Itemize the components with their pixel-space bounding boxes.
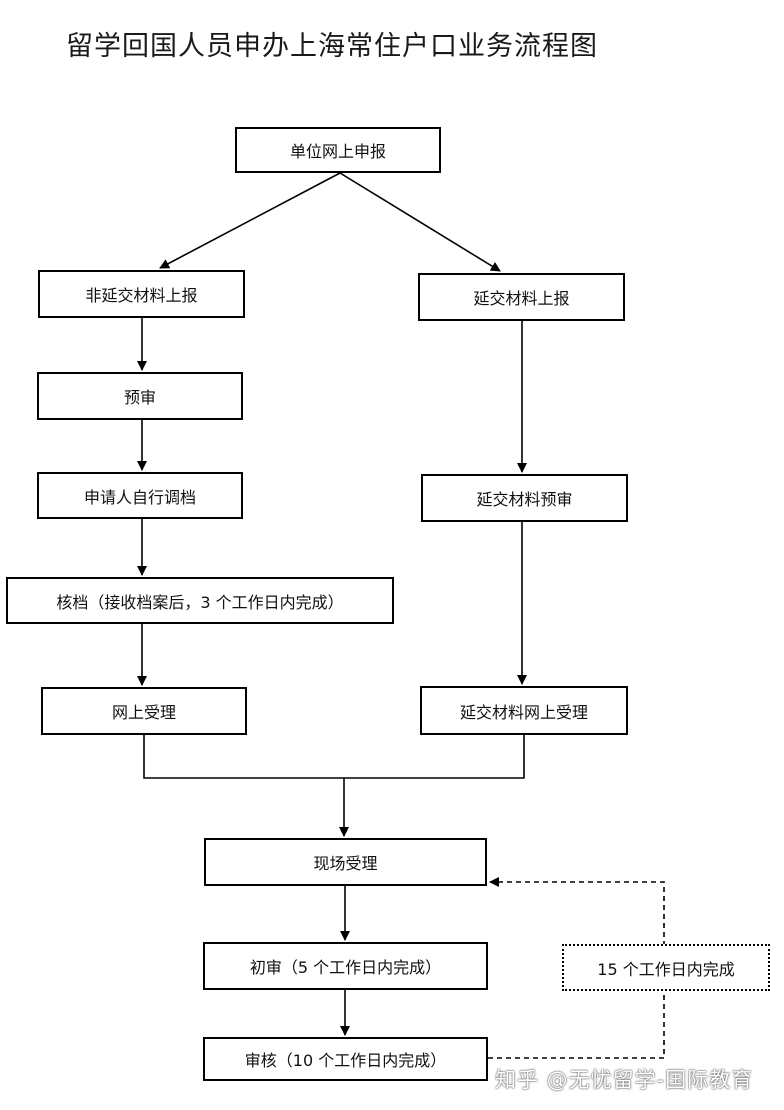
online-acceptance-label: 网上受理 xyxy=(111,703,176,722)
online-report-label: 单位网上申报 xyxy=(289,142,386,161)
pre-review-label: 预审 xyxy=(123,388,156,407)
first-review-box: 初审（5 个工作日内完成） xyxy=(203,942,488,990)
onsite-acceptance-label: 现场受理 xyxy=(313,854,378,873)
onsite-acceptance-box: 现场受理 xyxy=(204,838,487,886)
fifteen-days-note-label: 15 个工作日内完成 xyxy=(597,959,735,979)
extension-online-acceptance-label: 延交材料网上受理 xyxy=(459,702,588,722)
page-title: 留学回国人员申办上海常住户口业务流程图 xyxy=(66,31,598,62)
extension-pre-review-label: 延交材料预审 xyxy=(476,490,573,509)
file-verification-label: 核档（接收档案后，3 个工作日内完成） xyxy=(56,592,344,612)
non-extension-report-box: 非延交材料上报 xyxy=(38,270,245,318)
self-file-transfer-label: 申请人自行调档 xyxy=(83,487,196,507)
online-report-box: 单位网上申报 xyxy=(235,127,441,173)
arrow-online-to-extension xyxy=(339,172,501,272)
watermark-text: 知乎 @无忧留学-国际教育 xyxy=(495,1068,754,1092)
arrow-online-to-non-extension xyxy=(159,172,341,269)
extension-report-box: 延交材料上报 xyxy=(418,273,625,321)
first-review-label: 初审（5 个工作日内完成） xyxy=(249,958,442,977)
extension-pre-review-box: 延交材料预审 xyxy=(421,474,628,522)
extension-online-acceptance-box: 延交材料网上受理 xyxy=(420,686,628,735)
extension-report-label: 延交材料上报 xyxy=(473,289,570,308)
pre-review-box: 预审 xyxy=(37,372,243,420)
online-acceptance-box: 网上受理 xyxy=(41,687,247,735)
merge-line xyxy=(143,735,525,779)
final-review-label: 审核（10 个工作日内完成） xyxy=(244,1051,447,1070)
final-review-box: 审核（10 个工作日内完成） xyxy=(203,1037,488,1081)
fifteen-days-note-box: 15 个工作日内完成 xyxy=(562,944,770,991)
self-file-transfer-box: 申请人自行调档 xyxy=(37,472,243,519)
file-verification-box: 核档（接收档案后，3 个工作日内完成） xyxy=(6,577,394,624)
non-extension-report-label: 非延交材料上报 xyxy=(85,286,198,305)
